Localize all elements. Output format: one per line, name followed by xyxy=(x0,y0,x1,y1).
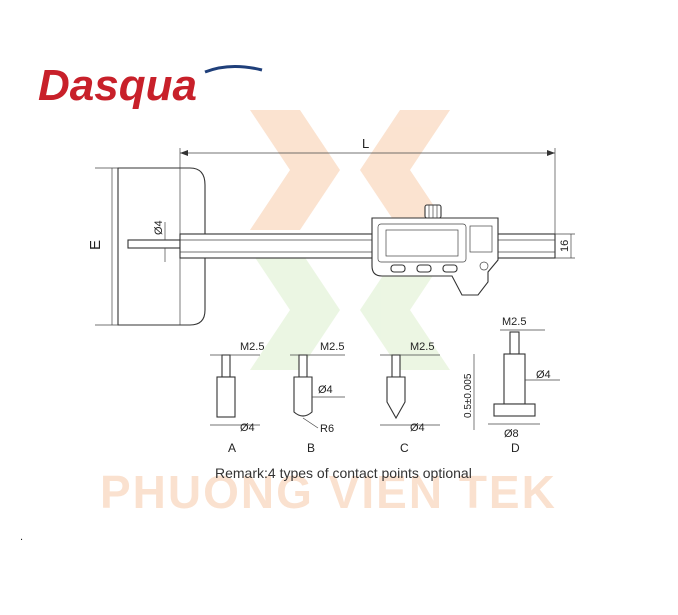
a-body xyxy=(216,376,236,418)
length-label: L xyxy=(362,136,369,151)
button-1-icon xyxy=(390,264,406,273)
lock-screw-icon xyxy=(479,261,489,271)
contact-point-d: M2.5 Ø4 Ø8 0.5±0.005 D xyxy=(463,316,560,455)
b-body xyxy=(293,376,313,417)
d-id-label: D xyxy=(511,441,520,455)
d-height-label: 0.5±0.005 xyxy=(463,373,474,418)
c-thread xyxy=(391,354,401,378)
c-thread-label: M2.5 xyxy=(410,341,434,353)
b-thread xyxy=(298,354,308,378)
button-2-icon xyxy=(416,264,432,273)
brand-name: Dasqua xyxy=(38,61,197,110)
caliper-head xyxy=(371,217,499,296)
main-beam xyxy=(179,233,556,259)
a-thread-label: M2.5 xyxy=(240,341,264,353)
a-thread xyxy=(221,354,231,378)
contact-point-a: M2.5 Ø4 A xyxy=(210,341,264,455)
b-diameter-label: Ø4 xyxy=(318,384,333,396)
b-radius-label: R6 xyxy=(320,423,334,435)
d-thread xyxy=(509,331,520,355)
watermark-text: PHUONG VIEN TEK xyxy=(100,466,557,518)
c-body xyxy=(386,376,406,420)
side-panel xyxy=(469,225,493,253)
brand-logo: Dasqua xyxy=(38,61,263,110)
c-id-label: C xyxy=(400,441,409,455)
lcd-screen xyxy=(385,229,459,257)
contact-point-b: M2.5 Ø4 R6 B xyxy=(290,341,345,455)
main-drawing: E Ø4 L 16 xyxy=(87,136,575,326)
beam-height-label: 16 xyxy=(559,240,571,252)
contact-point-c: M2.5 Ø4 C xyxy=(380,341,440,455)
d-body xyxy=(503,353,526,405)
b-id-label: B xyxy=(307,441,315,455)
l-arrow-right xyxy=(547,150,555,156)
d-diameter-label: Ø4 xyxy=(536,369,551,381)
rod-diameter-label: Ø4 xyxy=(153,220,165,235)
lcd-frame xyxy=(377,223,467,263)
base-height-label: E xyxy=(87,240,104,250)
b-thread-label: M2.5 xyxy=(320,341,344,353)
c-diameter-label: Ø4 xyxy=(410,422,425,434)
brand-swoosh-icon xyxy=(204,65,263,74)
l-arrow-left xyxy=(180,150,188,156)
depth-rod xyxy=(127,239,181,249)
remark-text: Remark:4 types of contact points optiona… xyxy=(215,465,472,481)
b-radius-leader xyxy=(302,417,319,429)
d-base xyxy=(493,403,536,417)
d-base-diameter-label: Ø8 xyxy=(504,428,519,440)
a-diameter-label: Ø4 xyxy=(240,422,255,434)
d-thread-label: M2.5 xyxy=(502,316,526,328)
a-id-label: A xyxy=(228,441,236,455)
watermark-logo-icon xyxy=(250,110,450,370)
corner-mark: . xyxy=(20,531,23,543)
button-3-icon xyxy=(442,264,458,273)
